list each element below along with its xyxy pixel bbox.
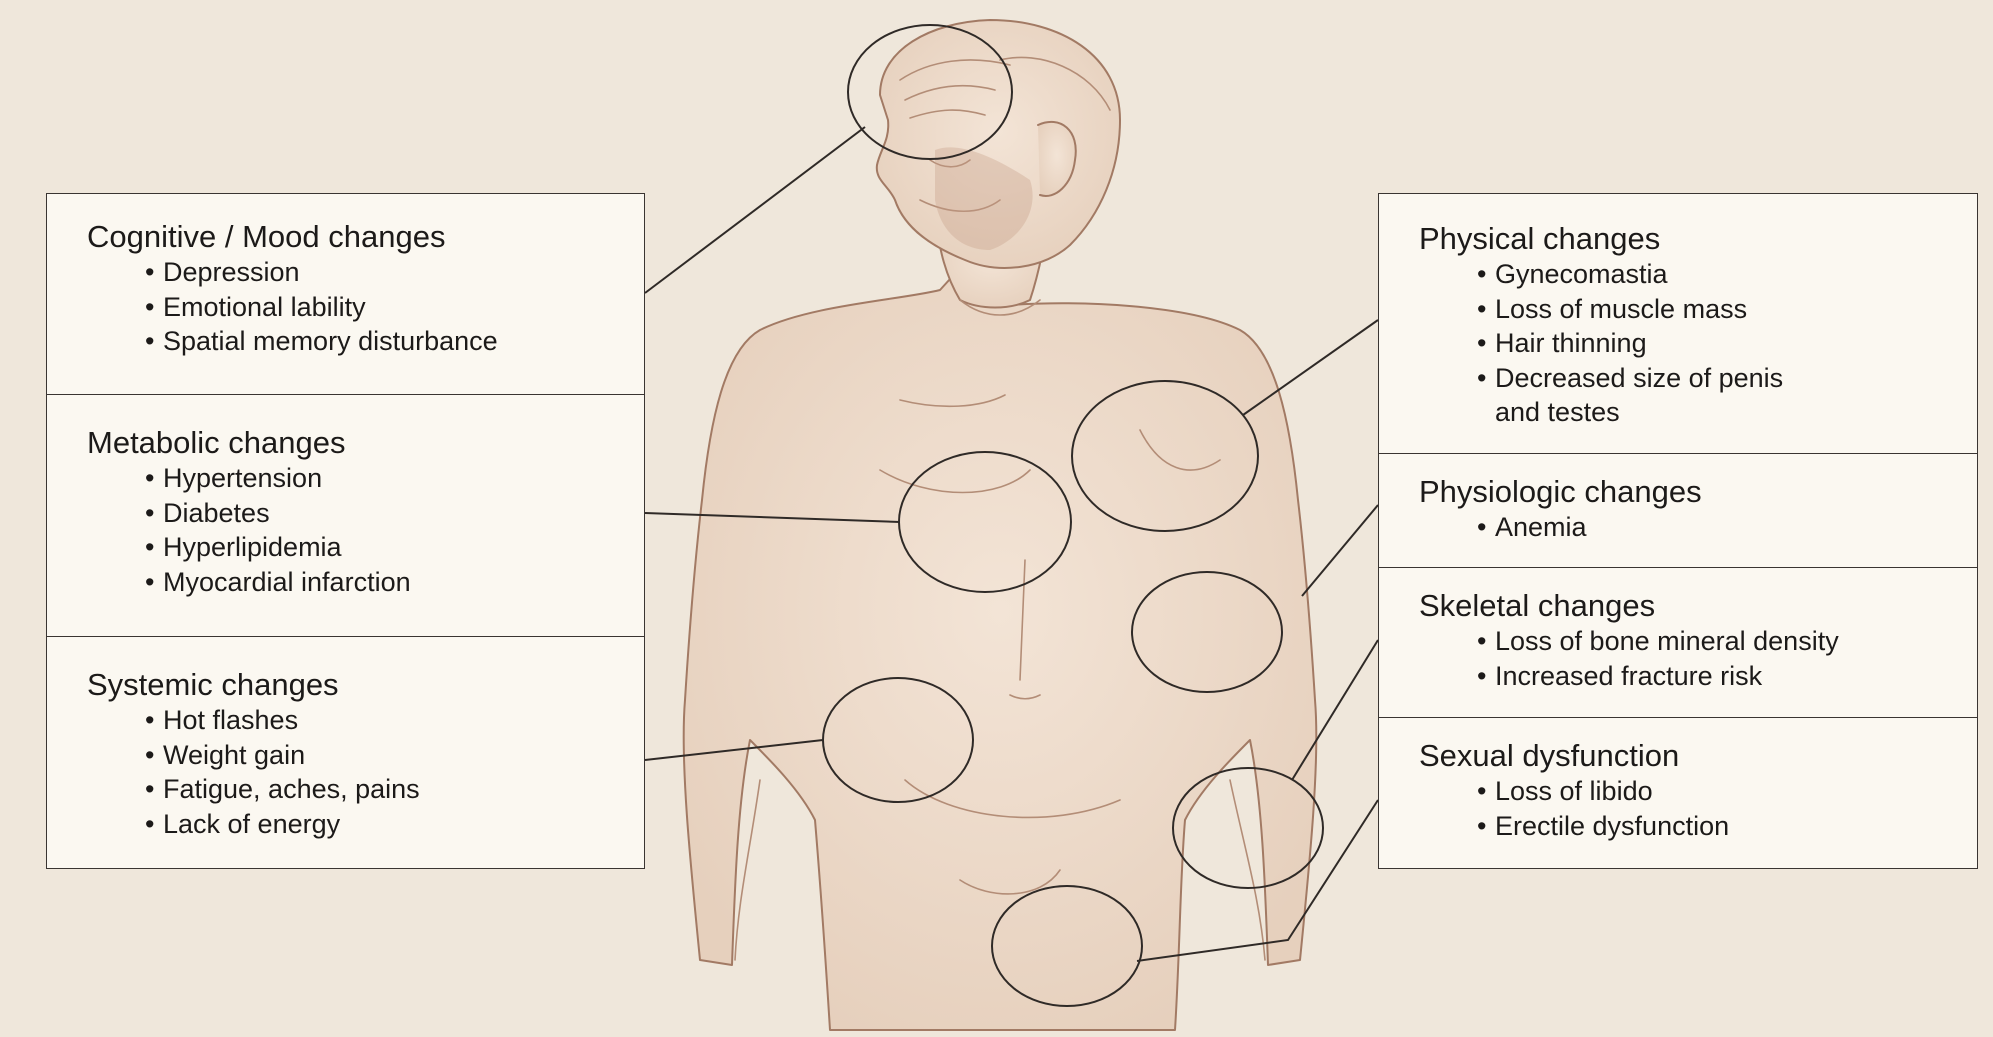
list-item: Loss of muscle mass — [1477, 292, 1977, 327]
item-list: Hypertension Diabetes Hyperlipidemia Myo… — [87, 461, 644, 599]
item-list: Loss of bone mineral density Increased f… — [1419, 624, 1977, 693]
leader-physiologic — [1302, 505, 1378, 596]
right-panel: Physical changes Gynecomastia Loss of mu… — [1378, 193, 1978, 869]
section-title: Skeletal changes — [1419, 588, 1977, 624]
list-item: Gynecomastia — [1477, 257, 1977, 292]
list-item: Hair thinning — [1477, 326, 1977, 361]
cognitive-mood-section: Cognitive / Mood changes Depression Emot… — [47, 194, 644, 394]
item-list: Depression Emotional lability Spatial me… — [87, 255, 644, 359]
list-item-continuation: and testes — [1477, 395, 1977, 430]
section-title: Cognitive / Mood changes — [87, 219, 644, 255]
list-item: Hyperlipidemia — [145, 530, 644, 565]
section-title: Sexual dysfunction — [1419, 738, 1977, 774]
item-list: Anemia — [1419, 510, 1977, 545]
item-list: Hot flashes Weight gain Fatigue, aches, … — [87, 703, 644, 841]
list-item: Depression — [145, 255, 644, 290]
metabolic-section: Metabolic changes Hypertension Diabetes … — [47, 394, 644, 636]
list-item: Lack of energy — [145, 807, 644, 842]
systemic-section: Systemic changes Hot flashes Weight gain… — [47, 636, 644, 870]
sexual-dysfunction-section: Sexual dysfunction Loss of libido Erecti… — [1379, 717, 1977, 870]
list-item: Anemia — [1477, 510, 1977, 545]
list-item: Hypertension — [145, 461, 644, 496]
list-item: Emotional lability — [145, 290, 644, 325]
physical-section: Physical changes Gynecomastia Loss of mu… — [1379, 194, 1977, 453]
item-list: Loss of libido Erectile dysfunction — [1419, 774, 1977, 843]
list-item: Myocardial infarction — [145, 565, 644, 600]
item-list: Gynecomastia Loss of muscle mass Hair th… — [1419, 257, 1977, 430]
skeletal-section: Skeletal changes Loss of bone mineral de… — [1379, 567, 1977, 717]
list-item: Increased fracture risk — [1477, 659, 1977, 694]
leader-cognitive — [645, 127, 865, 293]
list-item: Weight gain — [145, 738, 644, 773]
section-title: Physical changes — [1419, 221, 1977, 257]
section-title: Systemic changes — [87, 667, 644, 703]
left-panel: Cognitive / Mood changes Depression Emot… — [46, 193, 645, 869]
list-item: Erectile dysfunction — [1477, 809, 1977, 844]
section-title: Physiologic changes — [1419, 474, 1977, 510]
section-title: Metabolic changes — [87, 425, 644, 461]
list-item: Fatigue, aches, pains — [145, 772, 644, 807]
list-item: Diabetes — [145, 496, 644, 531]
list-item: Decreased size of penis — [1477, 361, 1977, 396]
physiologic-section: Physiologic changes Anemia — [1379, 453, 1977, 567]
list-item: Hot flashes — [145, 703, 644, 738]
list-item: Loss of libido — [1477, 774, 1977, 809]
list-item: Spatial memory disturbance — [145, 324, 644, 359]
list-item: Loss of bone mineral density — [1477, 624, 1977, 659]
